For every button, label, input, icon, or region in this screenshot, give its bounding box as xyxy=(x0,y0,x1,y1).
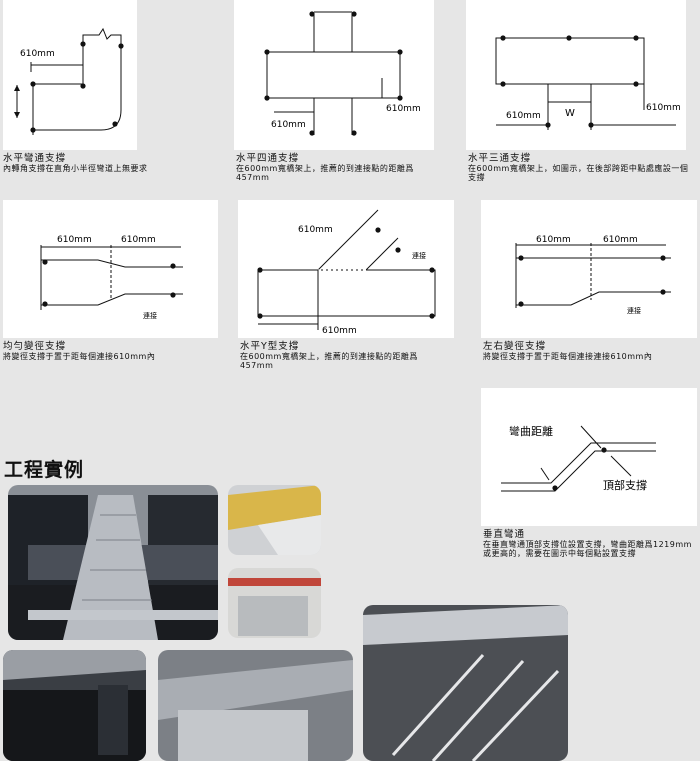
dim-610mm: 610mm xyxy=(20,49,55,59)
caption-desc: 在600mm寬橋架上，推薦的到連接點的距離爲457mm xyxy=(240,351,418,371)
caption-desc: 將變徑支撐于置于距每個連接連接610mm內 xyxy=(483,351,653,361)
diagram-uniform-reducer: 610mm 610mm 連接 xyxy=(3,200,218,338)
dim-610mm-a: 610mm xyxy=(57,235,92,245)
caption-title: 水平三通支撐 xyxy=(468,153,532,164)
offset-reducer-drawing: 610mm 610mm 連接 xyxy=(515,235,671,315)
diagram-horizontal-cross: 610mm 610mm xyxy=(234,0,434,150)
label-top-support: 頂部支撐 xyxy=(603,478,647,492)
caption-title: 左右變徑支撐 xyxy=(483,341,547,352)
caption-horizontal-y: 水平Y型支撐 在600mm寬橋架上，推薦的到連接點的距離爲457mm xyxy=(240,342,450,371)
dim-610mm-b: 610mm xyxy=(322,326,357,336)
diagram-horizontal-tee: 610mm W 610mm xyxy=(466,0,686,150)
diagram-offset-reducer: 610mm 610mm 連接 xyxy=(481,200,697,338)
dim-610mm-b: 610mm xyxy=(386,104,421,114)
vertical-elbow-drawing: 彎曲距離 頂部支撐 xyxy=(501,424,656,492)
photo-wire-mesh-tray xyxy=(158,650,353,761)
uniform-reducer-drawing: 610mm 610mm 連接 xyxy=(40,235,183,320)
dim-610mm-b: 610mm xyxy=(646,103,681,113)
section-heading: 工程實例 xyxy=(4,459,85,481)
dim-w: W xyxy=(565,108,575,119)
caption-title: 水平四通支撐 xyxy=(236,153,300,164)
caption-desc: 在600mm寬橋架上，如圖示，在後部跨距中點處應設一個支撐 xyxy=(468,163,689,183)
dim-610mm-a: 610mm xyxy=(506,111,541,121)
joint-label: 連接 xyxy=(143,311,157,320)
caption-vertical-elbow: 垂直彎通 在垂直彎通頂部支撐位設置支撐，彎曲距離爲1219mm或更高的，需要在圖… xyxy=(483,530,698,559)
caption-horizontal-cross: 水平四通支撐 在600mm寬橋架上，推薦的到連接點的距離爲457mm xyxy=(236,154,436,183)
diagram-horizontal-y: 610mm 610mm 連接 xyxy=(238,200,454,338)
horizontal-tee-drawing: 610mm W 610mm xyxy=(495,35,681,130)
horizontal-elbow-drawing: 610mm xyxy=(14,27,124,135)
diagram-horizontal-elbow: 610mm xyxy=(3,0,137,150)
photo-data-center-aisle xyxy=(3,650,146,761)
caption-desc: 在600mm寬橋架上，推薦的到連接點的距離爲457mm xyxy=(236,163,414,183)
caption-offset-reducer: 左右變徑支撐 將變徑支撐于置于距每個連接連接610mm內 xyxy=(483,342,693,361)
dim-610mm-a: 610mm xyxy=(271,120,306,130)
photo-ceiling-tray xyxy=(228,568,321,638)
horizontal-y-drawing: 610mm 610mm 連接 xyxy=(257,209,436,336)
caption-title: 水平彎通支撐 xyxy=(3,153,67,164)
caption-uniform-reducer: 均勻變徑支撐 將變徑支撐于置于距每個連接610mm內 xyxy=(3,342,218,361)
dim-610mm-b: 610mm xyxy=(121,235,156,245)
caption-title: 均勻變徑支撐 xyxy=(3,341,67,352)
caption-horizontal-tee: 水平三通支撐 在600mm寬橋架上，如圖示，在後部跨距中點處應設一個支撐 xyxy=(468,154,693,183)
caption-desc: 將變徑支撐于置于距每個連接610mm內 xyxy=(3,351,156,361)
caption-desc: 內轉角支撐在直角小半徑彎道上無要求 xyxy=(3,163,148,173)
dim-610mm-a: 610mm xyxy=(298,225,333,235)
photo-yellow-tray xyxy=(228,485,321,555)
label-bend-distance: 彎曲距離 xyxy=(509,424,553,438)
caption-horizontal-elbow: 水平彎通支撐 內轉角支撐在直角小半徑彎道上無要求 xyxy=(3,154,183,173)
photo-overhead-tray xyxy=(363,605,568,761)
caption-title: 水平Y型支撐 xyxy=(240,341,300,352)
diagram-vertical-elbow: 彎曲距離 頂部支撐 xyxy=(481,388,697,526)
dim-610mm-a: 610mm xyxy=(536,235,571,245)
caption-desc: 在垂直彎通頂部支撐位設置支撐，彎曲距離爲1219mm或更高的，需要在圖示中每個點… xyxy=(483,539,692,559)
joint-label: 連接 xyxy=(412,251,426,260)
dim-610mm-b: 610mm xyxy=(603,235,638,245)
joint-label: 連接 xyxy=(627,306,641,315)
caption-title: 垂直彎通 xyxy=(483,529,526,540)
horizontal-cross-drawing: 610mm 610mm xyxy=(264,11,421,136)
photo-server-room-cable-tray xyxy=(8,485,218,640)
